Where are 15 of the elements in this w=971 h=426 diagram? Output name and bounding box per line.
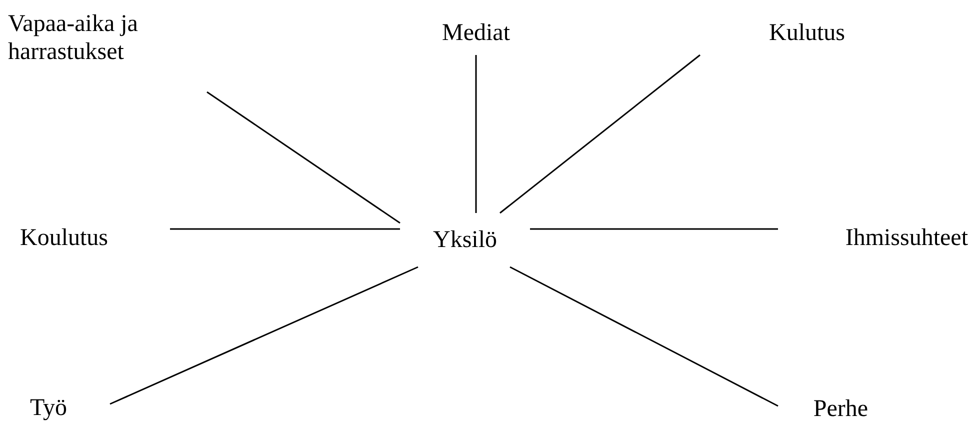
connector-line [170,228,400,230]
connector-line [500,54,700,214]
node-label: Työ [30,394,67,422]
node-label: Perhe [813,395,868,423]
connector-line [475,55,477,213]
connector-line [206,91,400,224]
connector-line [110,266,418,405]
node-label: Vapaa-aika ja harrastukset [8,10,139,66]
node-label: Koulutus [20,224,108,252]
node-label: Yksilö [432,226,497,254]
node-label: Kulutus [768,18,845,46]
connector-line [510,266,778,407]
node-label: Mediat [442,18,510,46]
node-label: Ihmissuhteet [845,224,968,252]
connector-line [530,228,778,230]
